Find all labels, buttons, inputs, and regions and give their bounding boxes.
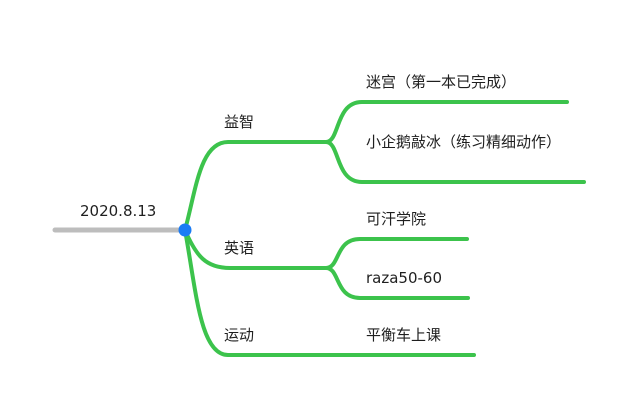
branch-label-yizhi[interactable]: 益智 <box>224 113 255 131</box>
child-connector-kehan <box>324 237 469 270</box>
root-node-dot <box>178 223 192 237</box>
child-label-raza[interactable]: raza50-60 <box>366 269 443 287</box>
root-node-label[interactable]: 2020.8.13 <box>80 202 157 220</box>
child-label-kehan[interactable]: 可汗学院 <box>366 210 427 228</box>
child-connector-raza <box>324 266 470 300</box>
branch-connector-yingyu <box>183 228 328 270</box>
child-connector-qie <box>324 140 586 184</box>
child-label-qie[interactable]: 小企鹅敲冰（练习精细动作） <box>366 133 562 151</box>
branch-connector-yundong <box>183 228 476 357</box>
child-label-migong[interactable]: 迷宫（第一本已完成） <box>366 73 517 91</box>
child-label-pinghengche[interactable]: 平衡车上课 <box>366 326 442 344</box>
branch-connector-yizhi <box>183 140 312 232</box>
branch-label-yundong[interactable]: 运动 <box>224 326 255 344</box>
branch-label-yingyu[interactable]: 英语 <box>224 239 255 257</box>
